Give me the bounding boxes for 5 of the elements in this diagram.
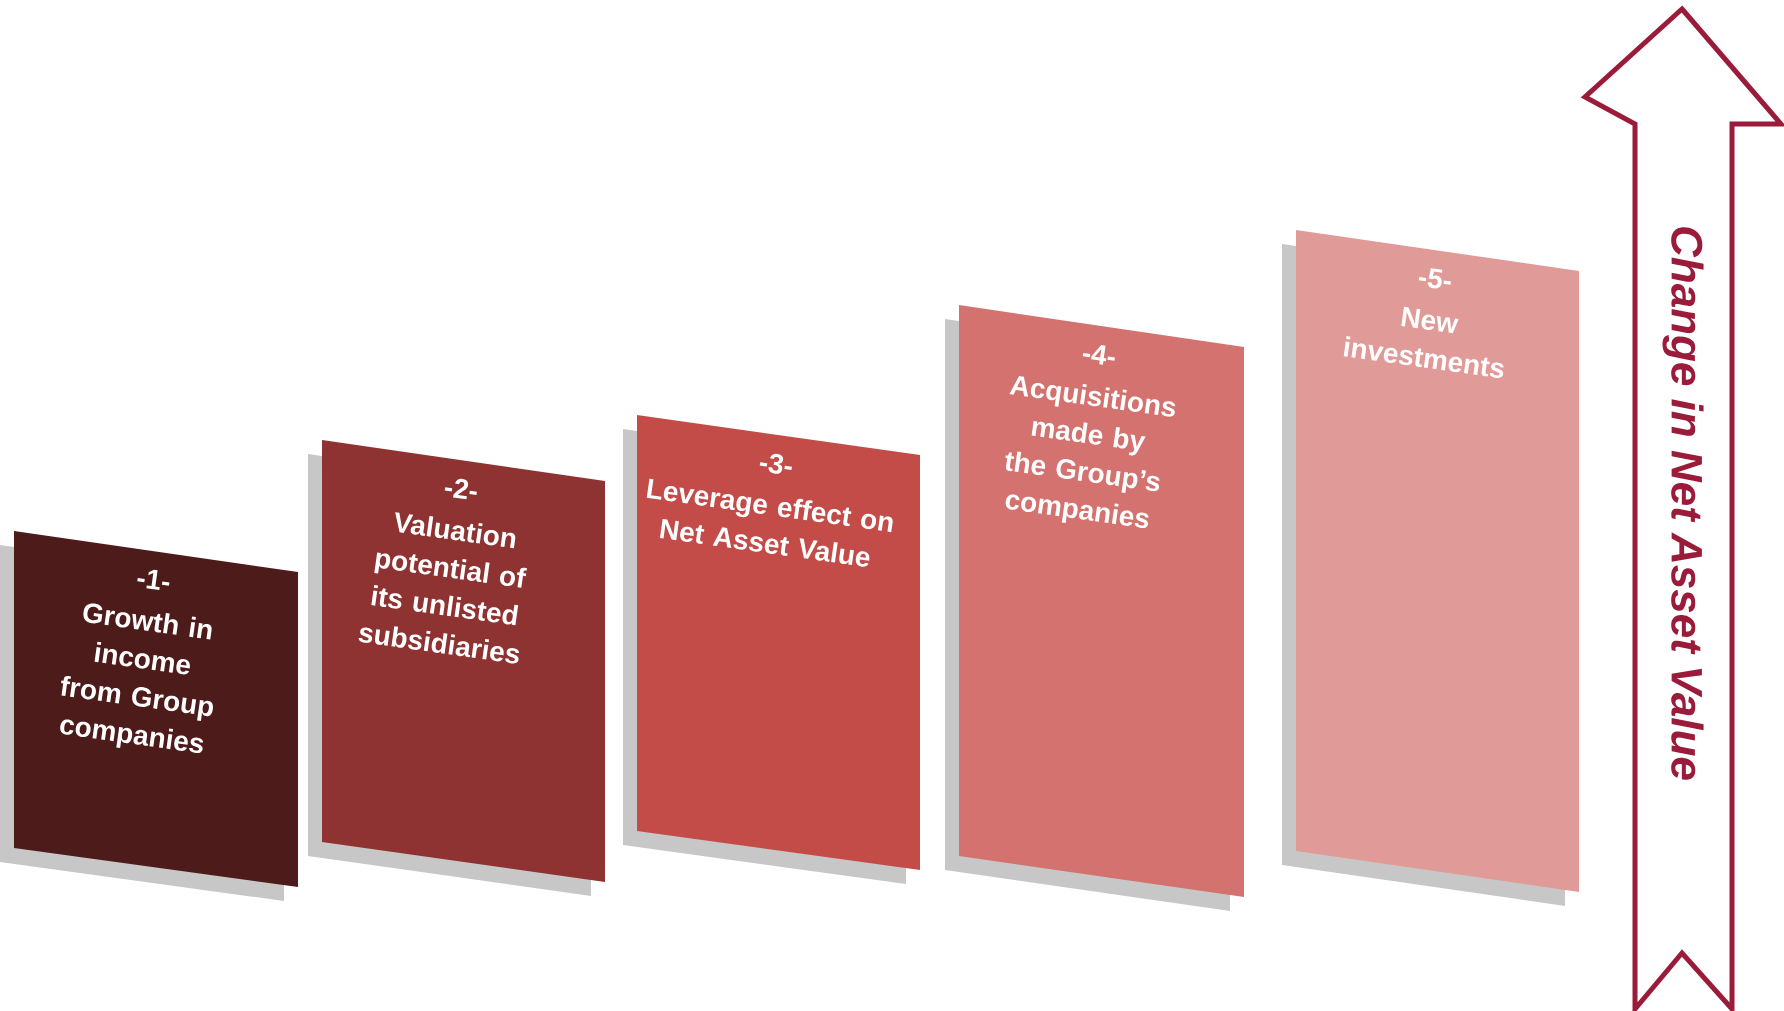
step-box: -4- Acquisitions made by the Group’s companies [945,305,1244,911]
step-box: -1- Growth in income from Group companies [0,531,298,901]
step-box: -3- Leverage effect on Net Asset Value [623,415,920,884]
step-box: -5- New investments [1282,230,1579,906]
step-box: -2- Valuation potential of its unlisted subsidiaries [308,440,605,896]
